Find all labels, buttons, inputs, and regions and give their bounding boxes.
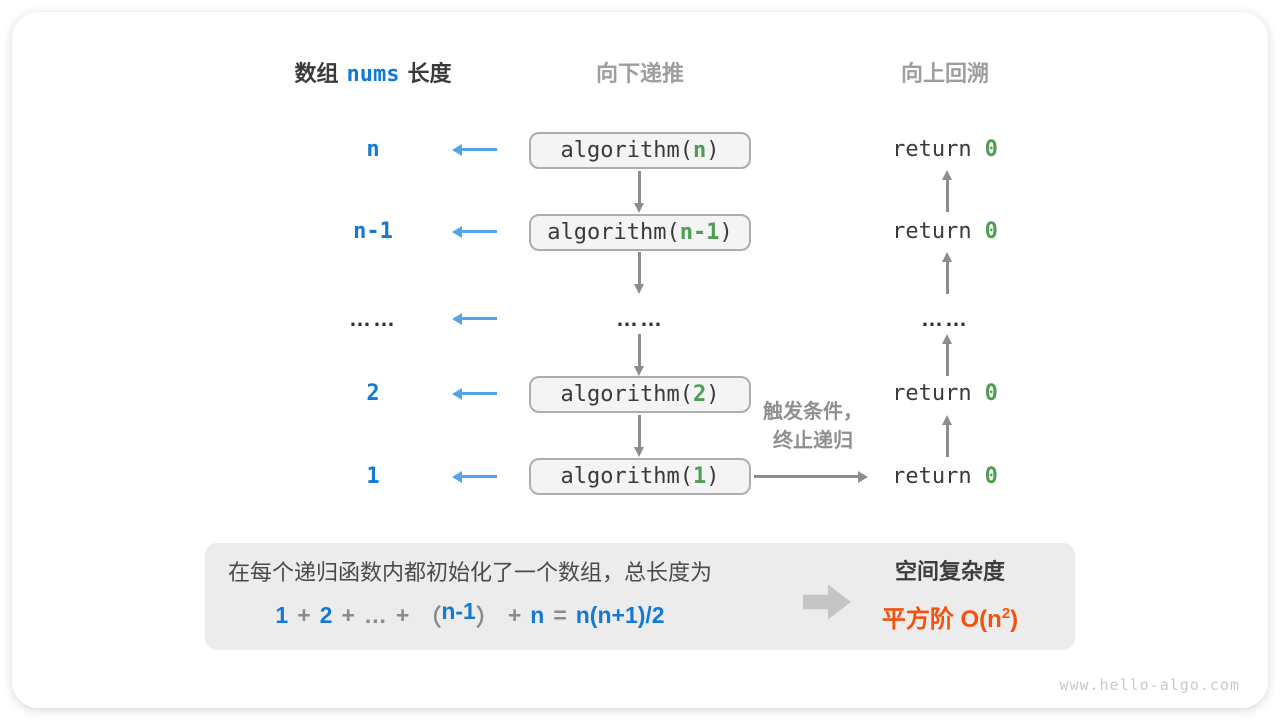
right-dots: …… — [921, 306, 969, 331]
down-arrow-icon — [634, 415, 644, 457]
eq-operator: + — [297, 601, 311, 628]
eq-term: n — [530, 601, 545, 628]
left-arrow-icon — [452, 225, 497, 238]
return-value: 0 — [984, 381, 998, 406]
call-box-2: algorithm(2) — [529, 376, 751, 413]
depth-label-2: 2 — [366, 381, 380, 406]
return-keyword: return — [892, 219, 972, 244]
return-keyword: return — [892, 464, 972, 489]
return-value: 0 — [984, 464, 998, 489]
eq-paren-group: （n-1） — [418, 598, 499, 632]
left-arrow-icon — [452, 470, 497, 483]
call-param: 2 — [692, 382, 707, 407]
eq-operator: + — [507, 601, 522, 628]
trigger-line1: 触发条件， — [763, 401, 863, 423]
down-arrow-icon — [634, 171, 644, 213]
depth-label-n: n — [366, 137, 380, 162]
eq-operator: + — [395, 601, 410, 628]
return-statement: return 0 — [855, 462, 1035, 492]
header-array-length: 数组 nums 长度 — [243, 59, 503, 89]
eq-term: n-1 — [441, 598, 476, 624]
complexity-formula-pre: 平方阶 O(n — [881, 606, 1002, 633]
summary-equation: 1 + 2 + … + （n-1） + n = n(n+1)/2 — [215, 598, 725, 632]
header-backtrack-up: 向上回溯 — [900, 61, 989, 86]
complexity-formula: 平方阶 O(n2) — [855, 598, 1045, 633]
eq-operator: + — [341, 601, 355, 628]
eq-ellipsis: … — [363, 601, 387, 628]
call-text-pre: algorithm( — [560, 464, 693, 489]
left-arrow-icon — [452, 387, 497, 400]
depth-label-dots: …… — [349, 306, 397, 331]
call-box-n-1: algorithm(n-1) — [529, 214, 751, 251]
up-arrow-icon — [942, 415, 952, 457]
eq-term: 2 — [319, 601, 333, 628]
up-arrow-icon — [942, 334, 952, 376]
return-value: 0 — [984, 219, 998, 244]
eq-equals: = — [553, 601, 567, 628]
eq-term: 1 — [275, 601, 289, 628]
eq-lparen: （ — [418, 604, 442, 630]
return-statement: return 0 — [855, 379, 1035, 409]
call-box-n: algorithm(n) — [529, 132, 751, 169]
return-statement: return 0 — [855, 217, 1035, 247]
call-text-pre: algorithm( — [560, 138, 693, 163]
up-arrow-icon — [942, 252, 952, 294]
call-param: n-1 — [679, 220, 720, 245]
return-statement: return 0 — [855, 135, 1035, 165]
eq-rparen: ） — [475, 604, 499, 630]
left-arrow-icon — [452, 312, 497, 325]
call-text-suf: ) — [706, 138, 720, 163]
up-arrow-icon — [942, 170, 952, 212]
header-array-suf: 长度 — [407, 61, 452, 86]
trigger-note: 触发条件， 终止递归 — [752, 398, 874, 456]
complexity-title: 空间复杂度 — [894, 559, 1005, 584]
call-box-1: algorithm(1) — [529, 458, 751, 495]
return-keyword: return — [892, 381, 972, 406]
call-text-suf: ) — [719, 220, 733, 245]
call-param: n — [692, 138, 707, 163]
call-text-suf: ) — [706, 464, 720, 489]
header-nums-code: nums — [346, 62, 400, 87]
depth-label-n-1: n-1 — [353, 219, 393, 244]
summary-panel — [205, 543, 1075, 650]
down-arrow-icon — [634, 252, 644, 294]
depth-label-1: 1 — [366, 464, 380, 489]
return-keyword: return — [892, 137, 972, 162]
complexity-formula-suf: ) — [1010, 606, 1019, 633]
summary-line: 在每个递归函数内都初始化了一个数组，总长度为 — [227, 560, 712, 585]
watermark: www.hello-algo.com — [1059, 676, 1240, 694]
call-text-pre: algorithm( — [560, 382, 693, 407]
eq-result: n(n+1)/2 — [575, 601, 665, 628]
trigger-line2: 终止递归 — [773, 430, 853, 452]
left-arrow-icon — [452, 143, 497, 156]
center-dots: …… — [616, 306, 664, 331]
header-array-pre: 数组 — [294, 61, 339, 86]
call-param: 1 — [692, 464, 707, 489]
call-text-pre: algorithm( — [547, 220, 680, 245]
down-arrow-icon — [634, 334, 644, 376]
call-text-suf: ) — [706, 382, 720, 407]
header-recurse-down: 向下递推 — [595, 61, 684, 86]
terminate-arrow-icon — [754, 470, 868, 483]
complexity-exponent: 2 — [1001, 605, 1011, 622]
return-value: 0 — [984, 137, 998, 162]
